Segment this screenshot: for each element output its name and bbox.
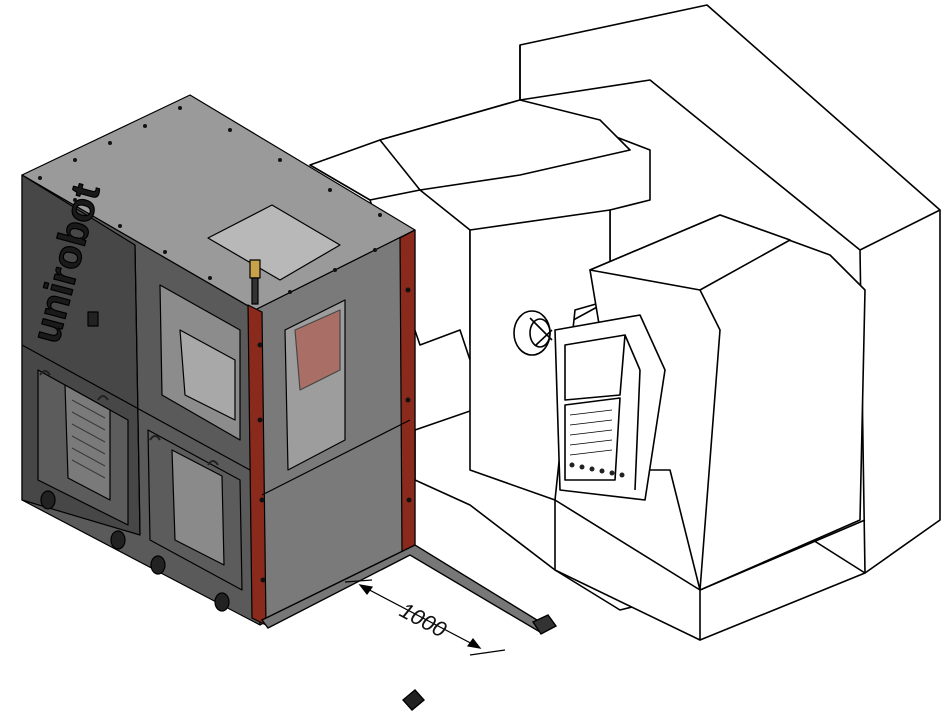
cabinet-bolts [38, 106, 412, 583]
cnc-lathe [309, 4, 941, 641]
cabinet-wheels [40, 490, 230, 612]
robot-cell-cabinet: unirobot [21, 94, 416, 626]
signal-light-icon [249, 259, 261, 305]
dimension-annotation [344, 579, 506, 656]
docking-foot-icon [401, 689, 426, 711]
lathe-work-area [469, 209, 611, 501]
control-panel-screen [564, 334, 626, 401]
docking-foot-icon [531, 614, 558, 635]
door-handle-icon [39, 370, 219, 466]
lathe-control-panel [554, 314, 666, 501]
docking-rail [260, 544, 558, 711]
dimension-label: 1000 [396, 597, 452, 642]
cabinet-label-plate [87, 311, 99, 327]
